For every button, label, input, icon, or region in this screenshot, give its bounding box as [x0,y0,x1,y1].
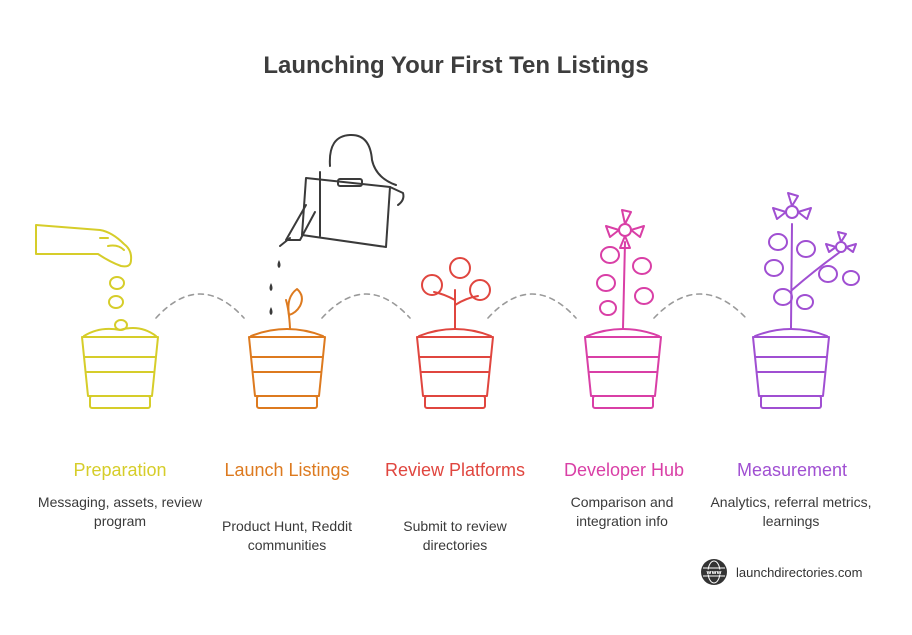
step-description-launch-listings: Product Hunt, Reddit communities [222,518,352,553]
hand-seeds-icon [35,224,133,331]
pot-preparation [81,327,159,409]
connector-arcs [155,293,747,319]
step-description-developer-hub: Comparison and integration info [570,494,674,529]
step-title-review-platforms: Review Platforms [384,460,526,480]
step-title-preparation: Preparation [73,460,167,480]
logo-text: www [706,570,721,576]
pot-developer-hub [584,209,662,409]
www-globe-icon: www [701,559,727,585]
brand-name: launchdirectories.com [736,564,863,580]
step-title-measurement: Measurement [736,460,848,480]
brand-footer: www launchdirectories.com [701,557,862,587]
step-description-review-platforms: Submit to review directories [403,518,507,553]
water-drops [269,260,281,315]
step-title-developer-hub: Developer Hub [563,460,685,480]
step-title-launch-listings: Launch Listings [224,460,350,480]
step-description-measurement: Analytics, referral metrics, learnings [710,494,872,529]
pot-review-platforms [416,257,494,409]
pot-measurement [752,192,860,409]
watering-can-icon [279,133,405,248]
page-title: Launching Your First Ten Listings [263,52,649,79]
pot-launch-listings [248,288,326,409]
step-description-preparation: Messaging, assets, review program [37,494,203,529]
